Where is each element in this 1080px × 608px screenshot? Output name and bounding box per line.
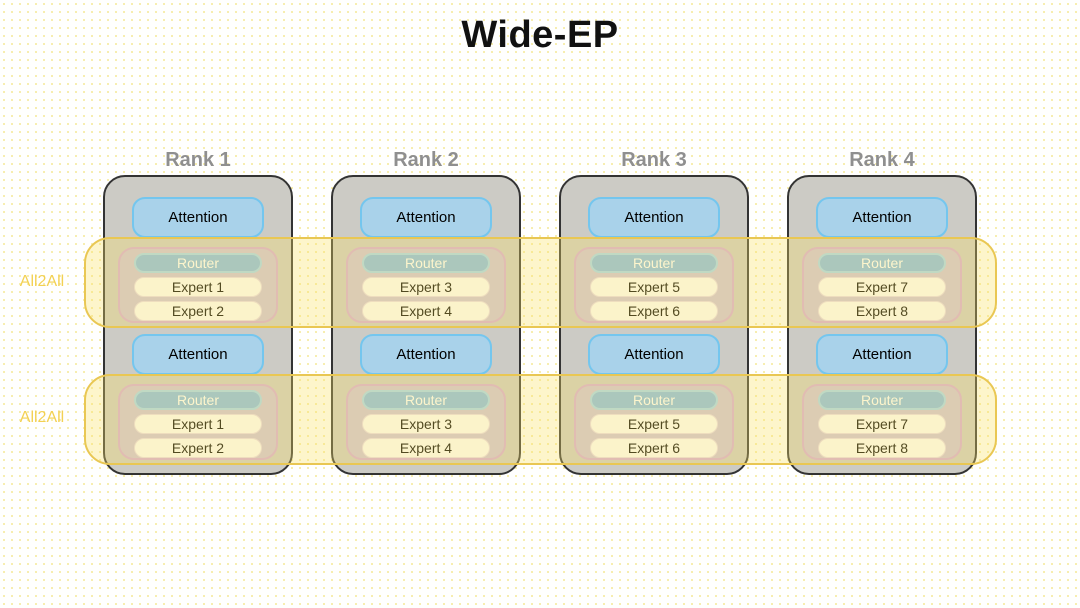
- expert-block: Expert 3: [362, 277, 490, 297]
- moe-group: Router Expert 7 Expert 8: [802, 384, 962, 460]
- attention-block: Attention: [588, 197, 720, 238]
- expert-block: Expert 8: [818, 301, 946, 321]
- router-block: Router: [134, 390, 262, 410]
- rank-3-label: Rank 3: [621, 149, 687, 171]
- expert-block: Expert 7: [818, 277, 946, 297]
- attention-block: Attention: [132, 197, 264, 238]
- moe-group: Router Expert 3 Expert 4: [346, 384, 506, 460]
- expert-block: Expert 7: [818, 414, 946, 434]
- rank-2-container: Attention Router Expert 3 Expert 4 Atten…: [331, 175, 521, 475]
- attention-block: Attention: [360, 197, 492, 238]
- expert-block: Expert 2: [134, 301, 262, 321]
- attention-block: Attention: [588, 334, 720, 375]
- router-block: Router: [362, 253, 490, 273]
- attention-block: Attention: [816, 197, 948, 238]
- attention-block: Attention: [360, 334, 492, 375]
- attention-block: Attention: [816, 334, 948, 375]
- expert-block: Expert 6: [590, 438, 718, 458]
- expert-block: Expert 4: [362, 301, 490, 321]
- router-block: Router: [818, 390, 946, 410]
- router-block: Router: [362, 390, 490, 410]
- expert-block: Expert 2: [134, 438, 262, 458]
- rank-1-container: Attention Router Expert 1 Expert 2 Atten…: [103, 175, 293, 475]
- rank-2-label: Rank 2: [393, 149, 459, 171]
- moe-group: Router Expert 5 Expert 6: [574, 384, 734, 460]
- attention-block: Attention: [132, 334, 264, 375]
- router-block: Router: [590, 253, 718, 273]
- expert-block: Expert 1: [134, 277, 262, 297]
- router-block: Router: [590, 390, 718, 410]
- diagram-title: Wide-EP: [461, 14, 619, 56]
- moe-group: Router Expert 1 Expert 2: [118, 247, 278, 323]
- expert-block: Expert 8: [818, 438, 946, 458]
- expert-block: Expert 4: [362, 438, 490, 458]
- rank-3-container: Attention Router Expert 5 Expert 6 Atten…: [559, 175, 749, 475]
- expert-block: Expert 1: [134, 414, 262, 434]
- rank-4-container: Attention Router Expert 7 Expert 8 Atten…: [787, 175, 977, 475]
- moe-group: Router Expert 3 Expert 4: [346, 247, 506, 323]
- expert-block: Expert 5: [590, 414, 718, 434]
- moe-group: Router Expert 5 Expert 6: [574, 247, 734, 323]
- router-block: Router: [818, 253, 946, 273]
- expert-block: Expert 5: [590, 277, 718, 297]
- router-block: Router: [134, 253, 262, 273]
- all2all-label: All2All: [19, 409, 65, 426]
- moe-group: Router Expert 1 Expert 2: [118, 384, 278, 460]
- expert-block: Expert 6: [590, 301, 718, 321]
- moe-group: Router Expert 7 Expert 8: [802, 247, 962, 323]
- rank-1-label: Rank 1: [165, 149, 231, 171]
- all2all-label: All2All: [19, 273, 65, 290]
- expert-block: Expert 3: [362, 414, 490, 434]
- rank-4-label: Rank 4: [849, 149, 915, 171]
